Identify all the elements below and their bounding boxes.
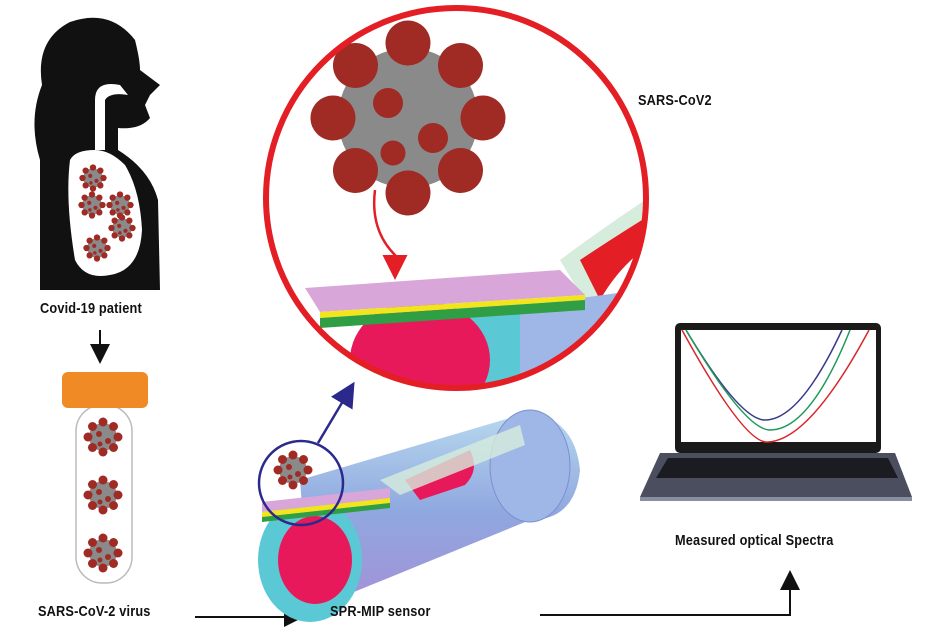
spectra-screen: [681, 330, 876, 442]
zoom-circle: [263, 5, 649, 391]
sensor-label: SPR-MIP sensor: [330, 603, 431, 620]
virus-sample-label: SARS-CoV-2 virus: [38, 603, 151, 620]
spectrum-line-2: [685, 329, 851, 431]
patient-silhouette: [34, 17, 160, 290]
virus-zoom-label: SARS-CoV2: [638, 92, 712, 109]
laptop: [640, 323, 912, 501]
optical-fiber-sensor: [257, 381, 580, 622]
zoom-marker-circle: [257, 439, 345, 527]
patient-label: Covid-19 patient: [40, 300, 142, 317]
arrow-to-spectra: [540, 570, 800, 616]
spectrum-line-3: [681, 329, 870, 443]
test-tube: [62, 372, 148, 584]
spectrum-line-1: [685, 329, 843, 421]
spectra-label: Measured optical Spectra: [675, 532, 834, 549]
